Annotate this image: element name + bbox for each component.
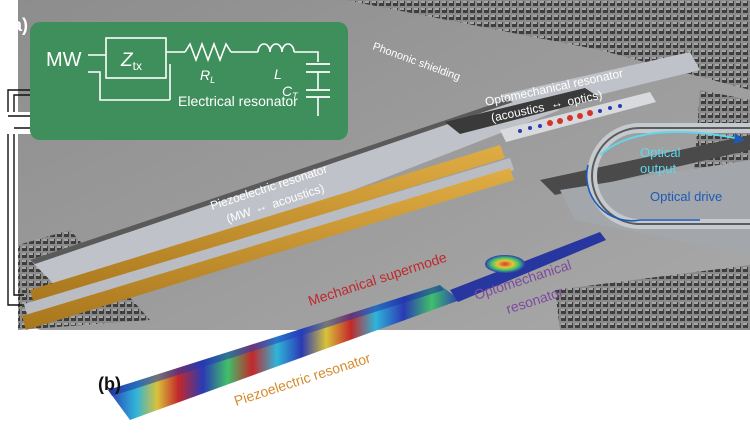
electrical-resonator-title: Electrical resonator (178, 93, 298, 109)
resistor-symbol (184, 41, 232, 63)
piezo-trench (30, 95, 560, 300)
phononic-crystal-top (345, 0, 750, 90)
fem-simulation (108, 232, 606, 420)
optical-output-arrow (599, 130, 736, 156)
optical-output-line2: output (640, 161, 677, 176)
optomech-disk (485, 255, 525, 273)
svg-text:↔: ↔ (549, 95, 564, 111)
inductor-symbol (257, 43, 295, 53)
mw-label: MW (46, 49, 82, 71)
gold-electrode-1 (30, 145, 505, 304)
wire-left (7, 89, 42, 306)
ztx-label: Ztx (120, 50, 142, 73)
rl-label: RL (200, 67, 215, 85)
electrical-resonator-circuit (30, 22, 348, 140)
panel-a-label: (a) (6, 15, 28, 35)
ct-label: CT (282, 83, 299, 101)
optical-output-line1: Optical (640, 145, 681, 160)
gold-electrode-2 (22, 168, 514, 330)
svg-text:↔: ↔ (253, 199, 269, 216)
panel-b-label: (b) (98, 374, 121, 394)
optomech-beam (500, 92, 656, 142)
l-label: L (274, 66, 282, 82)
optical-drive-path (585, 164, 700, 222)
phononic-crystal-bottom (555, 265, 750, 330)
optical-drive-label: Optical drive (650, 189, 722, 204)
